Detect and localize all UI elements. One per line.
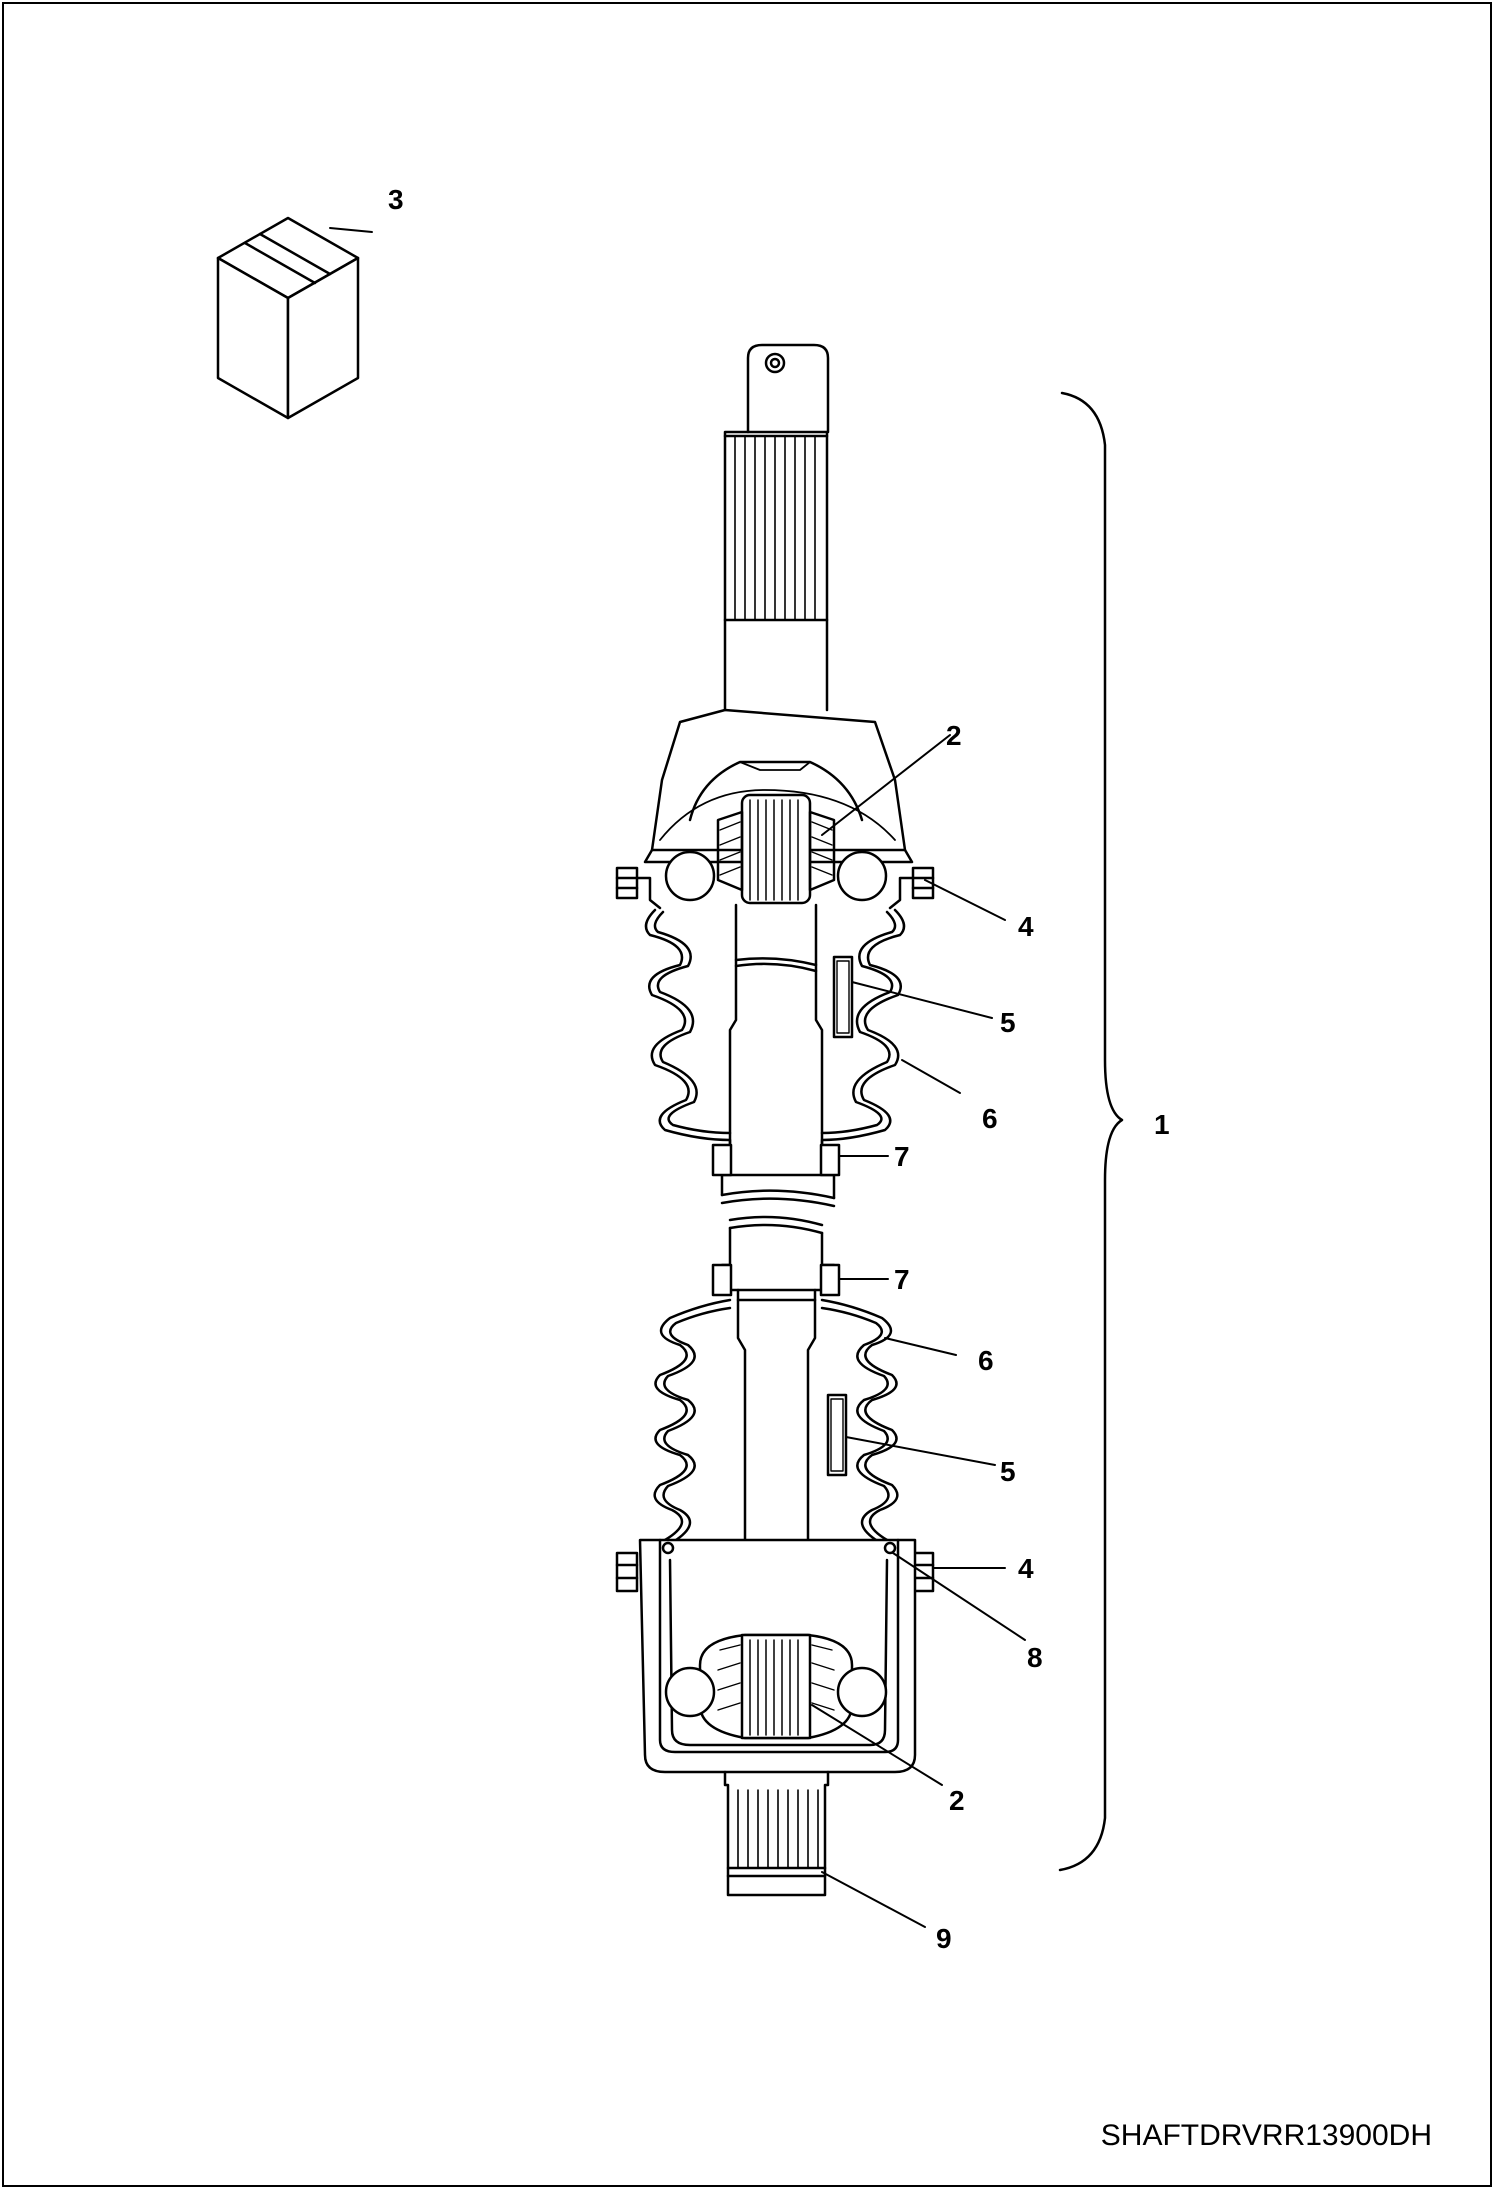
callout-7: 7 — [894, 1264, 910, 1295]
lower-grease-label — [826, 1393, 848, 1477]
callout-4: 4 — [1018, 1553, 1034, 1584]
grease-pack-box — [216, 216, 360, 420]
callout-9: 9 — [936, 1923, 952, 1954]
lower-clamp-small-left — [711, 1263, 733, 1297]
assembly-brace — [1058, 391, 1124, 1872]
lower-clamp-left — [615, 1551, 639, 1593]
leader-lines — [329, 227, 1026, 1928]
callout-5: 5 — [1000, 1007, 1016, 1038]
upper-clamp-right — [888, 866, 935, 910]
drawing-code: SHAFTDRVRR13900DH — [1100, 2119, 1432, 2152]
callout-1: 1 — [1154, 1109, 1170, 1140]
upper-clamp-left — [615, 866, 662, 910]
upper-boot — [644, 908, 906, 1152]
callout-2: 2 — [946, 720, 962, 751]
callout-6: 6 — [982, 1103, 998, 1134]
callout-5: 5 — [1000, 1456, 1016, 1487]
callout-4: 4 — [1018, 911, 1034, 942]
callout-6: 6 — [978, 1345, 994, 1376]
upper-shaft — [720, 903, 836, 1208]
upper-grease-label — [832, 955, 854, 1039]
lower-clamp-small-right — [819, 1263, 841, 1297]
callouts: 1 2 2 3 4 4 5 5 6 6 7 7 8 9 — [388, 184, 1170, 1954]
callout-2: 2 — [949, 1785, 965, 1816]
lower-boot — [653, 1298, 899, 1552]
callout-7: 7 — [894, 1141, 910, 1172]
upper-inner-race — [664, 793, 888, 905]
callout-3: 3 — [388, 184, 404, 215]
callout-8: 8 — [1027, 1642, 1043, 1673]
lower-inner-race — [664, 1633, 888, 1740]
upper-clamp-small-left — [711, 1143, 733, 1177]
upper-cv-housing — [643, 708, 914, 864]
shaft-bottom-stub — [723, 1770, 830, 1897]
upper-clamp-small-right — [819, 1143, 841, 1177]
shaft-top-stub — [723, 343, 830, 712]
